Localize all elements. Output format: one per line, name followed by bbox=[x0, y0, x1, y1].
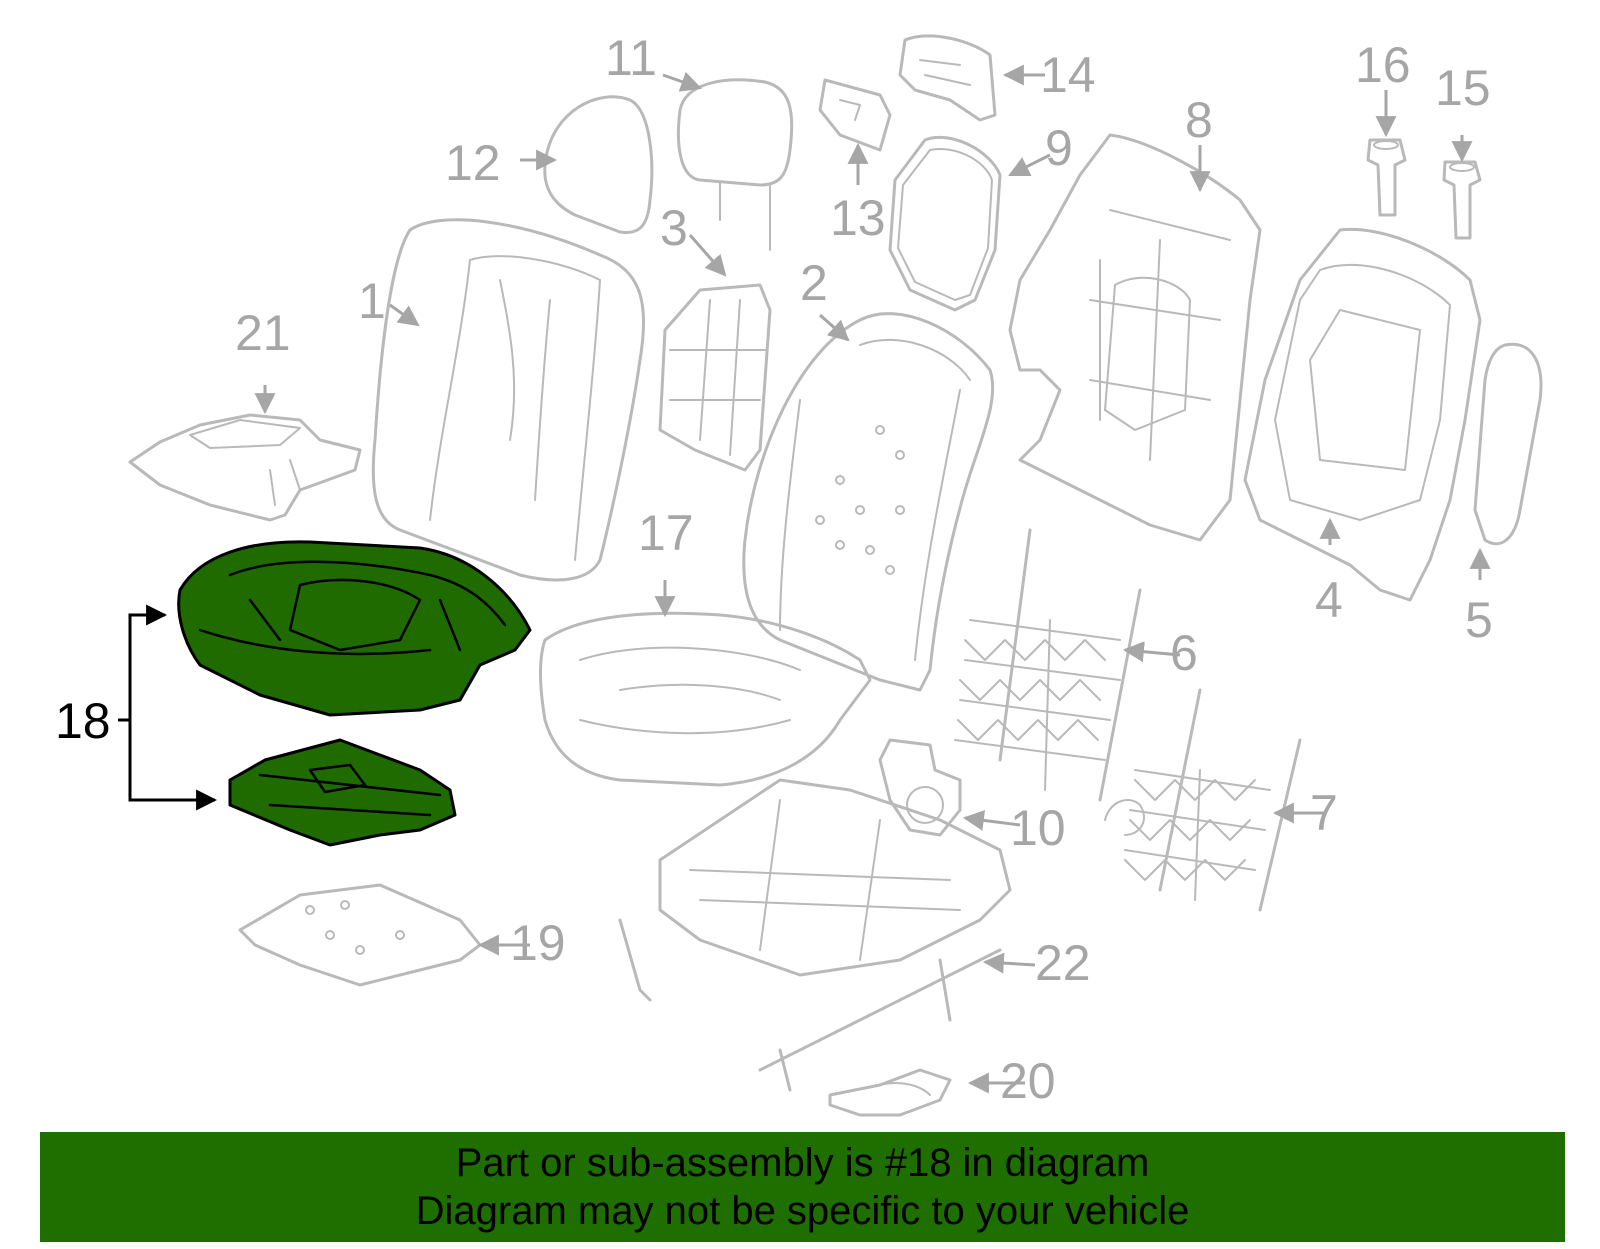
part-22-seat-track bbox=[618, 778, 1012, 1092]
callout-21: 21 bbox=[235, 305, 291, 361]
callout-18: 18 bbox=[55, 693, 111, 749]
callout-22: 22 bbox=[1035, 935, 1091, 991]
callout-3: 3 bbox=[660, 200, 688, 256]
part-15-guide-pin bbox=[1442, 160, 1482, 240]
part-11-headrest bbox=[676, 78, 794, 251]
callout-7: 7 bbox=[1310, 785, 1338, 841]
part-8-back-shell bbox=[1008, 133, 1262, 542]
callout-12: 12 bbox=[445, 135, 501, 191]
callout-8: 8 bbox=[1185, 92, 1213, 148]
part-13-bracket bbox=[818, 78, 892, 152]
part-21-trim-panel bbox=[128, 413, 362, 522]
callout-17: 17 bbox=[638, 505, 694, 561]
part-5-side-trim bbox=[1473, 342, 1543, 546]
part-20-harness-bracket bbox=[828, 1068, 952, 1117]
part-7-lumbar-mat bbox=[1104, 688, 1302, 912]
banner-line-1: Part or sub-assembly is #18 in diagram bbox=[455, 1141, 1150, 1185]
banner-line-2: Diagram may not be specific to your vehi… bbox=[415, 1189, 1190, 1233]
part-6-lumbar-mat bbox=[954, 528, 1142, 802]
callout-14: 14 bbox=[1040, 47, 1096, 103]
callout-15: 15 bbox=[1435, 60, 1491, 116]
callout-11: 11 bbox=[605, 30, 657, 86]
part-12-headrest bbox=[543, 95, 654, 235]
part-16-guide-pin bbox=[1366, 138, 1407, 217]
part-2-seatback-cushion bbox=[742, 312, 995, 692]
part-14-bracket bbox=[898, 34, 997, 122]
callout-4: 4 bbox=[1315, 572, 1343, 628]
callout-16: 16 bbox=[1355, 37, 1411, 93]
callout-2: 2 bbox=[800, 255, 828, 311]
callout-13: 13 bbox=[830, 190, 886, 246]
part-4-seatback-frame bbox=[1243, 227, 1482, 602]
callout-1: 1 bbox=[358, 273, 386, 329]
callout-9: 9 bbox=[1045, 120, 1073, 176]
part-19-seat-pad bbox=[238, 883, 482, 987]
callout-20: 20 bbox=[1000, 1053, 1056, 1109]
part-18-seat-cushion-pad[interactable] bbox=[177, 540, 532, 847]
callout-18-bracket bbox=[118, 604, 218, 811]
part-1-seatback-cover bbox=[371, 218, 646, 582]
callout-10: 10 bbox=[1010, 800, 1066, 856]
leader-lines bbox=[254, 64, 1491, 1094]
part-17-seat-cushion-cover bbox=[539, 611, 872, 787]
callout-6: 6 bbox=[1170, 625, 1198, 681]
part-10-switch-module bbox=[878, 738, 962, 837]
callout-5: 5 bbox=[1465, 592, 1493, 648]
part-3-back-panel bbox=[658, 283, 772, 472]
info-banner: Part or sub-assembly is #18 in diagram D… bbox=[40, 1132, 1565, 1242]
part-9-frame-trim bbox=[888, 135, 1002, 312]
callout-labels: 1 2 3 4 5 6 7 8 9 10 11 12 13 14 15 16 1… bbox=[55, 30, 1493, 1109]
callout-19: 19 bbox=[510, 915, 566, 971]
